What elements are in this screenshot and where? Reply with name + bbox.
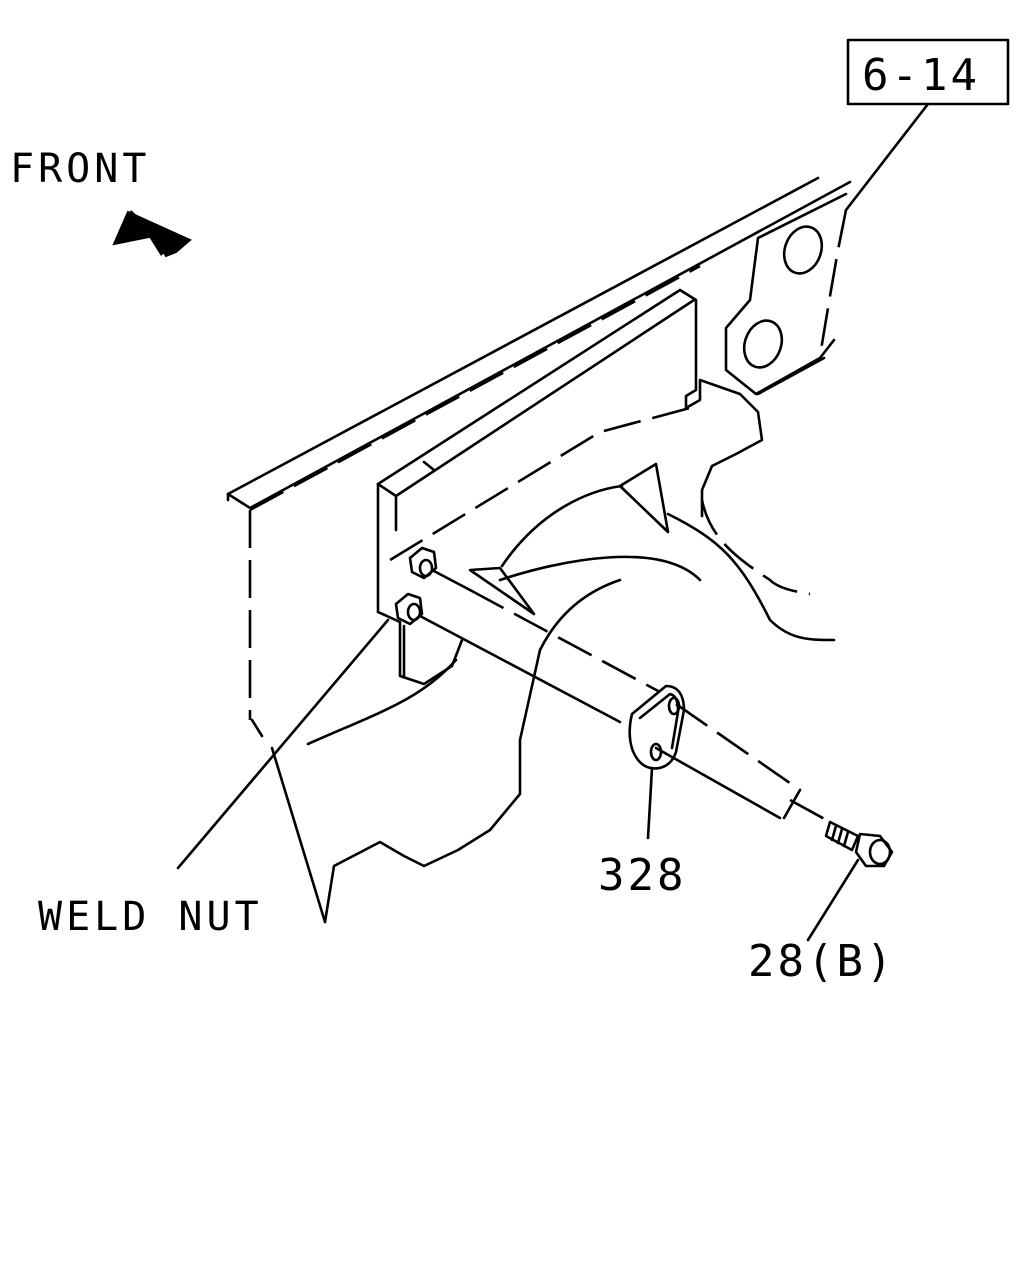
weld-nut-upper <box>408 546 438 580</box>
front-label: FRONT <box>10 146 150 192</box>
weld-nut-label: WELD NUT <box>38 894 263 940</box>
mounting-bracket-top <box>724 192 848 396</box>
part-28b-bolt[interactable] <box>824 820 894 868</box>
part-28b-leader <box>806 858 860 942</box>
body-outline-curves <box>306 462 836 746</box>
part-328-label[interactable]: 328 <box>598 850 686 901</box>
reference-box-6-14[interactable]: 6-14 <box>846 38 1010 106</box>
weld-nut-lower <box>394 592 424 626</box>
part-328-plate[interactable] <box>628 684 686 770</box>
front-direction-arrow-icon <box>112 210 192 258</box>
reference-leader-line <box>844 102 930 212</box>
part-328-leader <box>646 766 654 840</box>
reference-box-label: 6-14 <box>862 50 980 101</box>
part-28b-label[interactable]: 28(B) <box>748 936 895 987</box>
frame-rail <box>226 176 852 924</box>
weld-nut-leader <box>176 618 390 870</box>
assembly-centerlines <box>418 568 831 824</box>
